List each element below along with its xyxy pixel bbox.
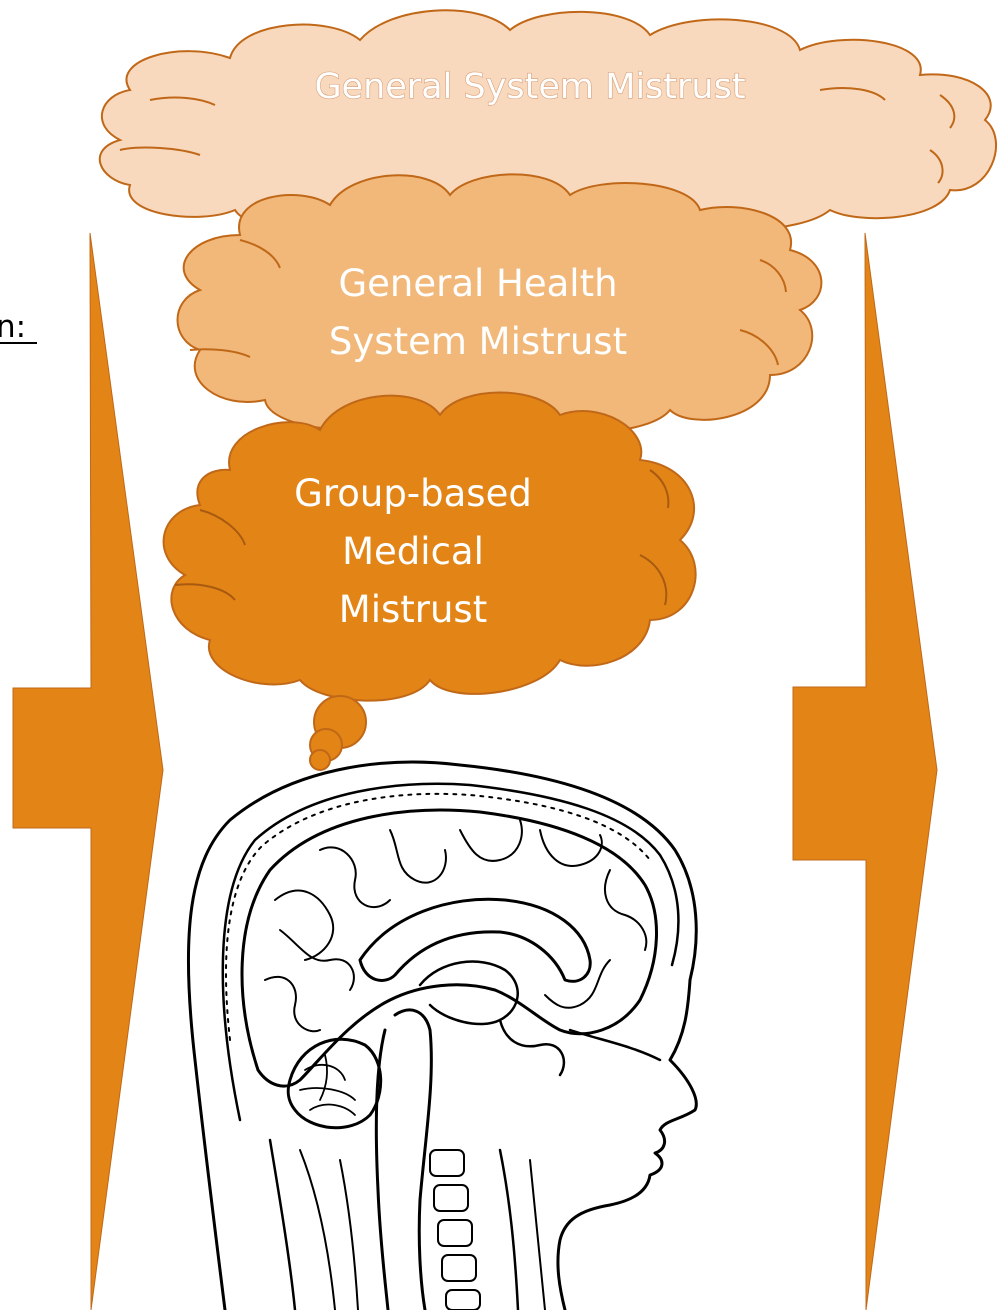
left-arrow	[13, 233, 163, 1310]
inner-cloud-label-line1: Group-based	[294, 472, 532, 515]
outer-cloud-label: General System Mistrust	[314, 67, 745, 107]
inner-cloud-label-line2: Medical	[342, 530, 484, 573]
right-arrow	[793, 233, 937, 1310]
thought-bubbles	[310, 696, 366, 770]
inner-cloud-label-line3: Mistrust	[339, 588, 487, 631]
middle-cloud-label-line2: System Mistrust	[329, 320, 627, 363]
middle-cloud-label-line1: General Health	[338, 262, 617, 305]
inner-cloud: Group-based Medical Mistrust	[164, 393, 696, 701]
left-edge-label: n:	[0, 309, 26, 345]
brain-head-cross-section-icon	[188, 762, 696, 1310]
